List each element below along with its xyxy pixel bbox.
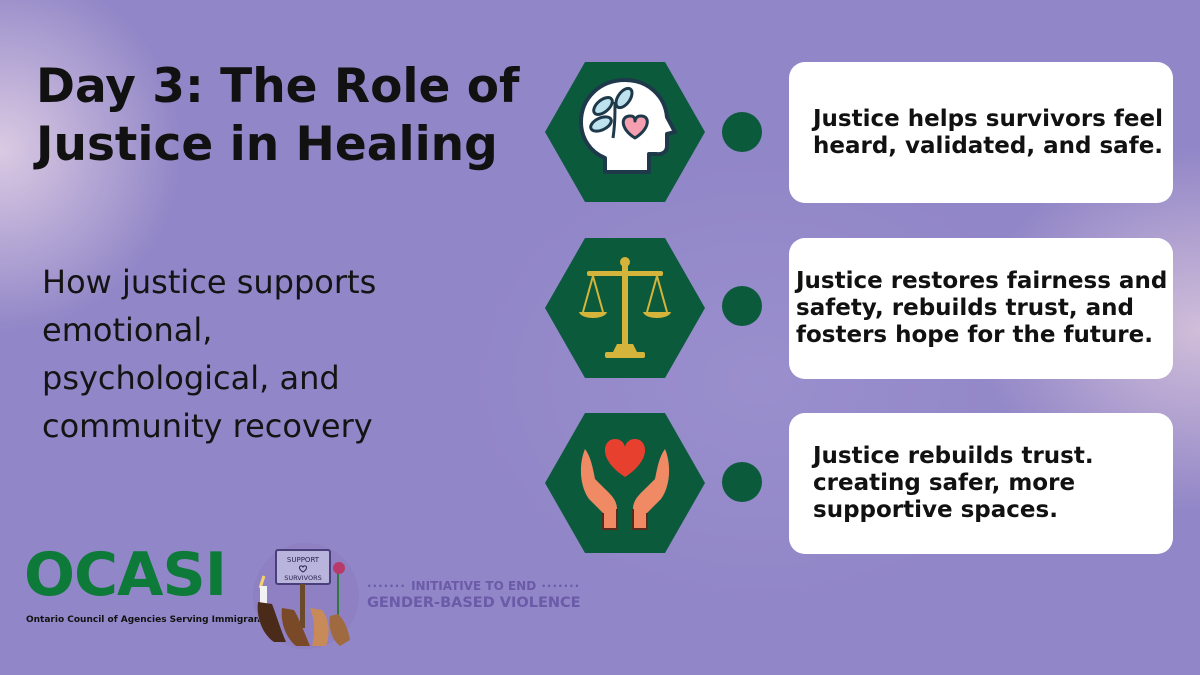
- dotted-rule-right: ·······: [536, 579, 581, 593]
- initiative-line-2: GENDER-BASED VIOLENCE: [367, 595, 581, 611]
- page-subtitle: How justice supports emotional, psycholo…: [42, 263, 377, 445]
- item-2-connector-dot: [722, 286, 762, 326]
- scales-of-justice-icon: [579, 257, 671, 358]
- item-1-hexagon: [545, 62, 705, 202]
- item-3-card: Justice rebuilds trust. creating safer, …: [789, 413, 1173, 554]
- item-1-text: Justice helps survivors feel heard, vali…: [813, 105, 1164, 159]
- item-3-hexagon: [545, 413, 705, 553]
- badge-sign-line1: SUPPORT: [287, 556, 320, 564]
- dotted-rule-left: ·······: [367, 579, 412, 593]
- item-1-card: Justice helps survivors feel heard, vali…: [789, 62, 1173, 203]
- item-1-connector-dot: [722, 112, 762, 152]
- item-2-text: Justice restores fairness and safety, re…: [796, 268, 1168, 348]
- item-2-card: Justice restores fairness and safety, re…: [789, 238, 1173, 379]
- ocasi-full-name: Ontario Council of Agencies Serving Immi…: [26, 615, 270, 625]
- hands-holding-heart-icon: [580, 439, 670, 530]
- badge-sign-line2: SURVIVORS: [284, 574, 322, 582]
- raised-hands-sign-icon: SUPPORT SURVIVORS: [253, 543, 359, 649]
- item-2-hexagon: [545, 238, 705, 378]
- ocasi-wordmark: OCASI: [24, 540, 227, 610]
- page-title: Day 3: The Role of Justice in Healing: [36, 59, 520, 172]
- item-3-text: Justice rebuilds trust. creating safer, …: [813, 443, 1094, 523]
- head-heart-leaves-icon: [579, 78, 677, 174]
- initiative-label: ······· INITIATIVE TO END ······· GENDER…: [367, 578, 597, 612]
- support-survivors-badge: SUPPORT SURVIVORS: [252, 542, 360, 650]
- initiative-line-1: INITIATIVE TO END: [411, 579, 537, 593]
- item-3-connector-dot: [722, 462, 762, 502]
